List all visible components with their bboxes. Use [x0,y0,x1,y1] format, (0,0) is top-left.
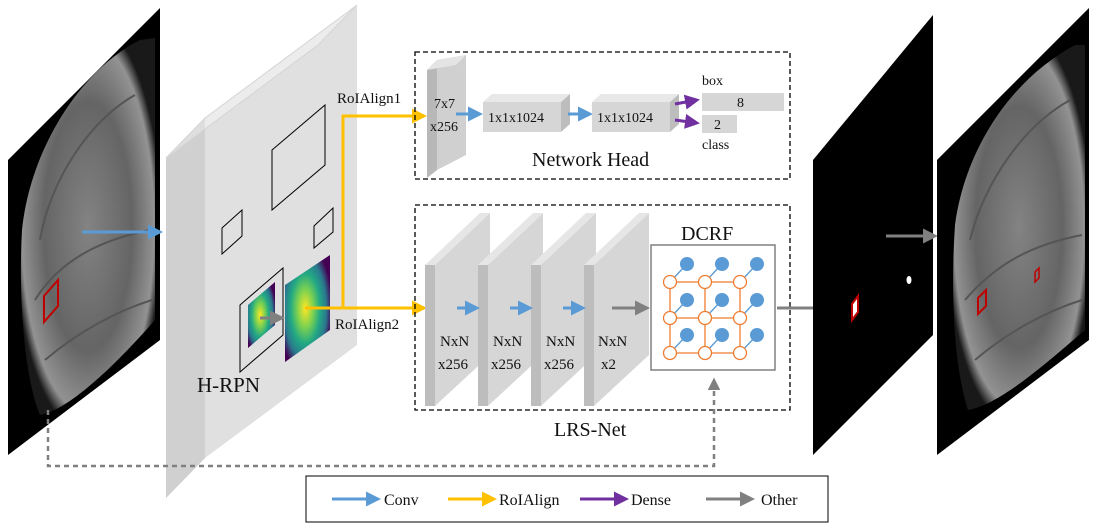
proposal-box [221,208,243,256]
proposal-box [313,206,334,250]
legend-other-label: Other [761,492,798,509]
lrs-net-box [414,204,791,411]
backbone-block [165,4,358,498]
lrs-layer-4-line2: x2 [601,357,616,373]
hrpn-label: H-RPN [197,373,260,397]
box-output-bar [702,93,784,111]
lrs-net-title: LRS-Net [554,419,627,441]
box-label: box [702,74,723,89]
crf-node-hollow [697,345,713,361]
roi-feature-line2: x256 [430,120,458,135]
fc1-label: 1x1x1024 [488,111,544,126]
legend-roialign-label: RoIAlign [499,492,559,509]
crf-node-filled [750,328,764,342]
legend-dense: Dense [580,491,671,509]
legend-roialign: RoIAlign [448,491,559,509]
final-mri-slice [937,8,1089,455]
network-head-title: Network Head [532,149,649,171]
mask-spot [906,276,912,284]
lrs-layer [584,213,649,406]
class-label: class [702,138,729,153]
lesion-overlay [1034,266,1040,284]
crf-node-hollow [732,310,748,326]
class-output-bar [702,115,737,133]
mask-lesion [851,293,859,323]
crf-node-filled [715,293,729,307]
lrs-layer-1-line1: NxN [440,334,469,350]
crf-node-hollow [732,274,748,290]
lesion-marker [43,277,59,325]
fc-block-1 [483,94,570,132]
crf-node-hollow [662,274,678,290]
crf-node-filled [680,293,694,307]
fc2-label: 1x1x1024 [597,111,653,126]
lrs-layer-3-line2: x256 [544,357,575,373]
roialign1-arrow [305,108,427,310]
crf-node-filled [750,257,764,271]
crf-node-hollow [697,310,713,326]
crf-graph [662,257,764,361]
crf-node-filled [715,257,729,271]
hrpn-region [239,266,284,374]
dcrf-title: DCRF [681,223,733,245]
roialign2-label: RoIAlign2 [335,317,399,333]
lrs-layer-2-line1: NxN [493,334,522,350]
legend-conv-label: Conv [384,492,419,509]
output-mask-slice [813,15,933,455]
dense-arrow-class [674,113,700,129]
crf-node-hollow [732,345,748,361]
dense-arrow-box [674,94,700,110]
network-head-box [414,51,791,180]
roialign1-label: RoIAlign1 [337,91,401,107]
hrpn-heatmap-small [248,282,275,348]
lrs-layer-1-line2: x256 [438,357,469,373]
crf-node-filled [715,328,729,342]
crf-node-hollow [662,345,678,361]
class-value: 2 [714,118,721,133]
legend-conv: Conv [332,491,419,509]
crf-node-filled [680,257,694,271]
lrs-layer-4-line1: NxN [598,334,627,350]
crf-node-filled [680,328,694,342]
proposal-box [271,103,326,212]
lrs-layer-2-line2: x256 [491,357,522,373]
legend-dense-label: Dense [631,492,671,509]
crf-node-filled [750,293,764,307]
fc-block-2 [592,94,679,132]
lrs-layer-3-line1: NxN [546,334,575,350]
skip-connection-arrow [46,377,721,468]
lesion-overlay [977,287,987,317]
roi-feature-line1: 7x7 [434,97,455,112]
box-value: 8 [737,96,744,111]
legend-other: Other [706,491,798,509]
crf-node-hollow [697,274,713,290]
crf-node-hollow [662,310,678,326]
roi-feature-block [427,55,466,178]
